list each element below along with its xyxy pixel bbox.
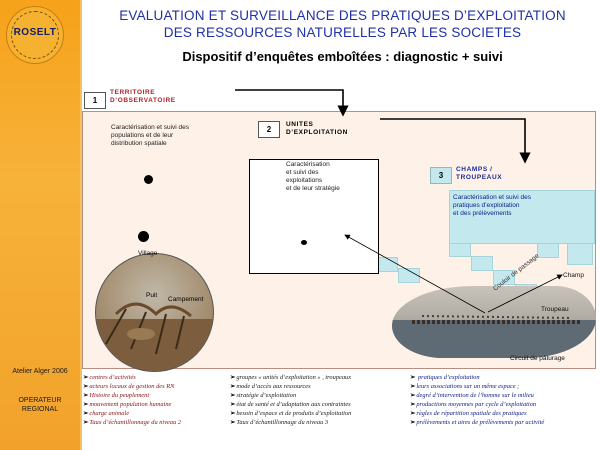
field-block bbox=[493, 270, 515, 285]
list-item-text: productions moyennes par cycle d’exploit… bbox=[416, 401, 537, 408]
list-item: ➢leurs associations sur un même espace ; bbox=[410, 383, 520, 390]
step3-description: Caractérisation et suivi des pratiques d… bbox=[453, 194, 531, 218]
list-item-text: leurs associations sur un même espace ; bbox=[416, 383, 520, 390]
step3-number: 3 bbox=[430, 167, 452, 184]
step1-desc-line: Caractérisation et suivi des bbox=[111, 124, 190, 131]
step2-description: Caractérisation et suivi des exploitatio… bbox=[286, 161, 340, 193]
list-item: ➢ pratiques d’exploitation bbox=[410, 374, 480, 381]
step3-label: CHAMPS / TROUPEAUX bbox=[456, 166, 503, 181]
list-item: ➢prélèvements et aires de prélèvements p… bbox=[410, 419, 545, 426]
list-item: ➢règles de répartition spatiale des prat… bbox=[410, 410, 527, 417]
step1-description: Caractérisation et suivi des populations… bbox=[111, 124, 189, 148]
sidebar: ROSELT Atelier Alger 2006 OPERATEUR REGI… bbox=[0, 0, 80, 450]
list-item: ➢Histoire du peuplement bbox=[83, 392, 150, 399]
list-unites: ➢groupes « unités d’exploitation » , tro… bbox=[230, 373, 351, 427]
step1-number: 1 bbox=[84, 92, 106, 109]
list-item: ➢groupes « unités d’exploitation » , tro… bbox=[230, 374, 352, 381]
list-item: ➢état de santé et d’adaptation aux contr… bbox=[230, 401, 351, 408]
list-item-text: Taux d’échantillonnage du niveau 2 bbox=[89, 419, 182, 426]
list-champs: ➢ pratiques d’exploitation ➢leurs associ… bbox=[410, 373, 544, 427]
list-item-text: pratiques d’exploitation bbox=[417, 374, 480, 381]
puit-label: Puit bbox=[146, 292, 158, 299]
arrow-1-to-2 bbox=[235, 89, 349, 117]
logo-ring bbox=[11, 11, 59, 59]
list-item-text: charge animale bbox=[89, 410, 130, 417]
roselt-logo: ROSELT bbox=[6, 6, 64, 64]
list-item: ➢Taux d’échantillonnage du niveau 3 bbox=[230, 419, 329, 426]
step1-label: TERRITOIRE D’OBSERVATOIRE bbox=[110, 89, 176, 104]
village-dot bbox=[138, 231, 149, 242]
step1-desc-line: distribution spatiale bbox=[111, 140, 167, 147]
pasture-photo bbox=[392, 286, 596, 358]
champ-label: Champ bbox=[563, 272, 584, 279]
list-item: ➢stratégie d’exploitation bbox=[230, 392, 297, 399]
list-item: ➢charge animale bbox=[83, 410, 130, 417]
list-item-text: stratégie d’exploitation bbox=[236, 392, 297, 399]
title-line2: DES RESSOURCES NATURELLES PAR LES SOCIET… bbox=[163, 25, 522, 40]
list-item-text: acteurs locaux de gestion des RN bbox=[89, 383, 175, 390]
list-item-text: mode d’accès aux ressources bbox=[236, 383, 311, 390]
village-label: Village bbox=[138, 250, 158, 257]
farm-unit-box bbox=[249, 159, 379, 274]
step3-desc-line: pratiques d’exploitation bbox=[453, 202, 520, 209]
step3-box bbox=[449, 190, 595, 244]
step1-desc-line: populations et de leur bbox=[111, 132, 174, 139]
list-item-text: Taux d’échantillonnage du niveau 3 bbox=[236, 419, 329, 426]
step2-desc-line: Caractérisation bbox=[286, 161, 330, 168]
list-item: ➢mouvement population humaine bbox=[83, 401, 172, 408]
step2-desc-line: et suivi des bbox=[286, 169, 319, 176]
step3-desc-line: et des prélèvements bbox=[453, 210, 512, 217]
arrow-2-to-3 bbox=[380, 118, 531, 164]
field-block bbox=[398, 268, 420, 283]
list-item: ➢besoin d’espace et de produits d’exploi… bbox=[230, 410, 352, 417]
operateur-line2: REGIONAL bbox=[21, 406, 59, 413]
list-item: ➢centres d’activités bbox=[83, 374, 136, 381]
pasture-photo-sketch bbox=[392, 315, 596, 358]
logo-text: ROSELT bbox=[13, 27, 57, 38]
list-item-text: état de santé et d’adaptation aux contra… bbox=[236, 401, 351, 408]
step2-number: 2 bbox=[258, 121, 280, 138]
step2-label: UNITES D’EXPLOITATION bbox=[286, 121, 348, 136]
list-item: ➢productions moyennes par cycle d’exploi… bbox=[410, 401, 537, 408]
step3-desc-line: Caractérisation et suivi des bbox=[453, 194, 532, 201]
list-item-text: Histoire du peuplement bbox=[89, 392, 150, 399]
step2-desc-line: et de leur stratégie bbox=[286, 185, 340, 192]
field-block bbox=[471, 256, 493, 271]
list-item: ➢mode d’accès aux ressources bbox=[230, 383, 311, 390]
list-item-text: mouvement population humaine bbox=[89, 401, 172, 408]
link-herd-field bbox=[487, 274, 563, 313]
list-item-text: degré d’intervention de l’homme sur le m… bbox=[416, 392, 534, 399]
campement-label: Campement bbox=[168, 296, 204, 303]
list-item-text: centres d’activités bbox=[89, 374, 136, 381]
atelier-label: Atelier Alger 2006 bbox=[12, 368, 68, 375]
circuit-label: Circuit de pâturage bbox=[510, 355, 565, 362]
list-item: ➢degré d’intervention de l’homme sur le … bbox=[410, 392, 534, 399]
troupeau-label: Troupeau bbox=[541, 306, 569, 313]
settlement-dot bbox=[144, 175, 153, 184]
list-item-text: règles de répartition spatiale des prati… bbox=[416, 410, 527, 417]
list-item-text: groupes « unités d’exploitation » , trou… bbox=[236, 374, 352, 381]
sidebar-divider bbox=[80, 0, 82, 450]
list-territoire: ➢centres d’activités ➢acteurs locaux de … bbox=[83, 373, 181, 427]
list-item: ➢Taux d’échantillonnage du niveau 2 bbox=[83, 419, 182, 426]
subtitle: Dispositif d’enquêtes emboîtées : diagno… bbox=[182, 49, 503, 64]
list-item-text: besoin d’espace et de produits d’exploit… bbox=[236, 410, 352, 417]
step2-desc-line: exploitations bbox=[286, 177, 323, 184]
unit-dot bbox=[301, 240, 307, 245]
link-herd-unit bbox=[344, 234, 486, 314]
list-item: ➢acteurs locaux de gestion des RN bbox=[83, 383, 175, 390]
title-line1: EVALUATION ET SURVEILLANCE DES PRATIQUES… bbox=[119, 8, 566, 23]
list-item-text: prélèvements et aires de prélèvements pa… bbox=[416, 419, 545, 426]
operateur-line1: OPERATEUR bbox=[18, 397, 62, 404]
